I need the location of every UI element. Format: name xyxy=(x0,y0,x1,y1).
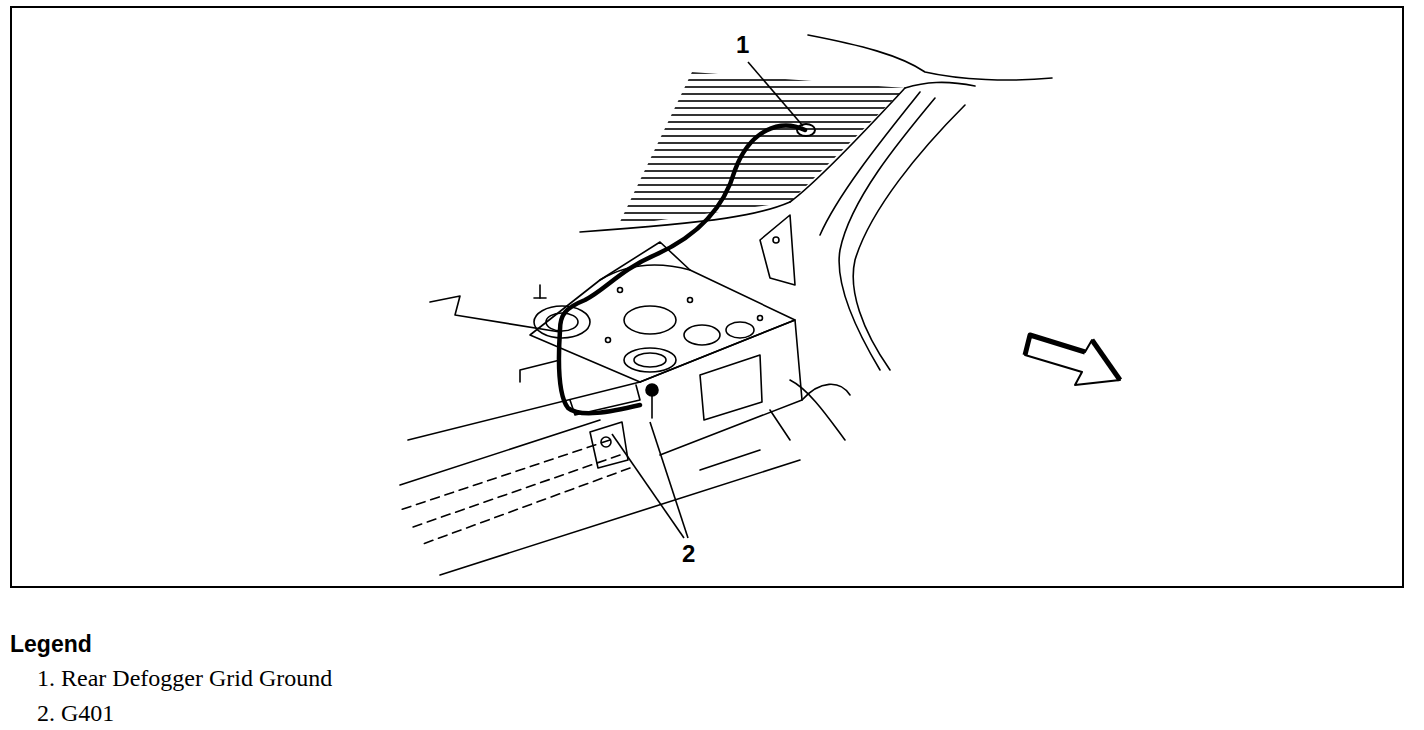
legend-item: 2. G401 xyxy=(37,700,114,726)
callout-number: 1 xyxy=(736,32,749,58)
legend-item: 1. Rear Defogger Grid Ground xyxy=(37,665,332,691)
callout-number: 2 xyxy=(682,541,695,567)
legend-heading: Legend xyxy=(10,632,92,657)
